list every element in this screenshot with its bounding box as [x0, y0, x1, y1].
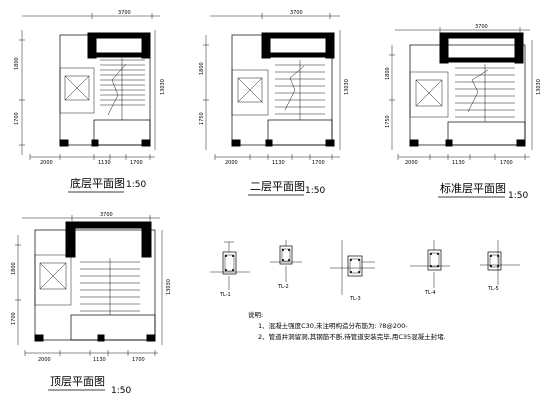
- detail-tl-4: TL-4: [410, 240, 450, 296]
- dim-vertical-4: 13030: [166, 279, 172, 295]
- detail-label-4: TL-4: [424, 290, 436, 296]
- dim-bottom-right-4: 1700: [132, 357, 145, 363]
- dim-side-3-3: 1750: [385, 115, 391, 128]
- dim-left-2: 1700: [14, 112, 20, 125]
- detail-label-5: TL-5: [487, 286, 499, 292]
- detail-tl-1: TL-1: [210, 241, 250, 298]
- detail-tl-3: TL-3: [330, 240, 375, 302]
- plan-standard-floor: 3700 1800 1750 13030: [385, 24, 542, 201]
- detail-label-1: TL-1: [219, 292, 231, 298]
- detail-label-3: TL-3: [349, 296, 361, 302]
- notes-line-1: 1、混凝土强度C30,未注明构造分布筋为: ?8@200-: [258, 321, 408, 330]
- dim-vertical-2: 13030: [344, 79, 350, 95]
- scale-ground-floor: 1:50: [126, 180, 146, 190]
- detail-tl-5: TL-5: [480, 240, 520, 292]
- dim-vertical: 13030: [160, 79, 166, 95]
- title-standard-floor: 标准层平面图: [440, 181, 506, 195]
- dim-bottom-left-3: 2000: [405, 160, 418, 166]
- dim-vertical-3: 13030: [536, 79, 542, 95]
- dim-bottom-left-2: 2000: [225, 160, 238, 166]
- plan-ground-floor: 3700 1800 1700 13030: [14, 10, 166, 193]
- notes-block: 说明: 1、混凝土强度C30,未注明构造分布筋为: ?8@200- 2、管道井洞…: [248, 310, 446, 341]
- dim-bottom-left: 2000: [40, 160, 53, 166]
- dim-top-width: 3700: [118, 10, 131, 16]
- dim-side-1-2: 1800: [199, 62, 205, 75]
- detail-label-2: TL-2: [277, 284, 289, 290]
- dim-bottom-right-3: 1700: [500, 160, 513, 166]
- dim-side-3-2: 1750: [199, 112, 205, 125]
- dim-left-1-4: 1800: [11, 262, 17, 275]
- section-details: TL-1 TL-2 TL-3: [210, 240, 520, 302]
- dim-bottom-mid-4: 1130: [93, 357, 106, 363]
- notes-heading: 说明:: [248, 310, 263, 319]
- dim-top-width-2: 3700: [290, 10, 303, 16]
- dim-left-2-4: 1700: [11, 312, 17, 325]
- dim-bottom-right-2: 1700: [312, 160, 325, 166]
- title-top-floor: 顶层平面图: [50, 375, 105, 388]
- plan-top-floor: 3700 1800 1700 13030 200: [11, 212, 172, 396]
- dim-bottom-left-4: 2000: [38, 357, 51, 363]
- title-ground-floor: 底层平面图: [70, 176, 125, 190]
- scale-standard-floor: 1:50: [508, 191, 528, 201]
- dim-top-width-3: 3700: [475, 24, 488, 30]
- dim-bottom-mid-2: 1130: [272, 160, 285, 166]
- detail-tl-2: TL-2: [270, 240, 302, 290]
- dim-bottom-mid: 1130: [98, 160, 111, 166]
- notes-line-2: 2、管道井洞留洞,其钢筋不断,待管道安装完毕,用C35混凝土封堵.: [258, 332, 446, 341]
- plan-second-floor: 3700 1800 1750 13030: [199, 10, 350, 196]
- dim-bottom-right: 1700: [130, 160, 143, 166]
- dim-side-1-3: 1800: [385, 67, 391, 80]
- scale-second-floor: 1:50: [305, 186, 325, 196]
- dim-bottom-mid-3: 1130: [452, 160, 465, 166]
- dim-left-1: 1800: [14, 57, 20, 70]
- title-second-floor: 二层平面图: [250, 180, 305, 193]
- dim-top-width-4: 3700: [100, 212, 113, 218]
- scale-top-floor: 1:50: [111, 386, 131, 396]
